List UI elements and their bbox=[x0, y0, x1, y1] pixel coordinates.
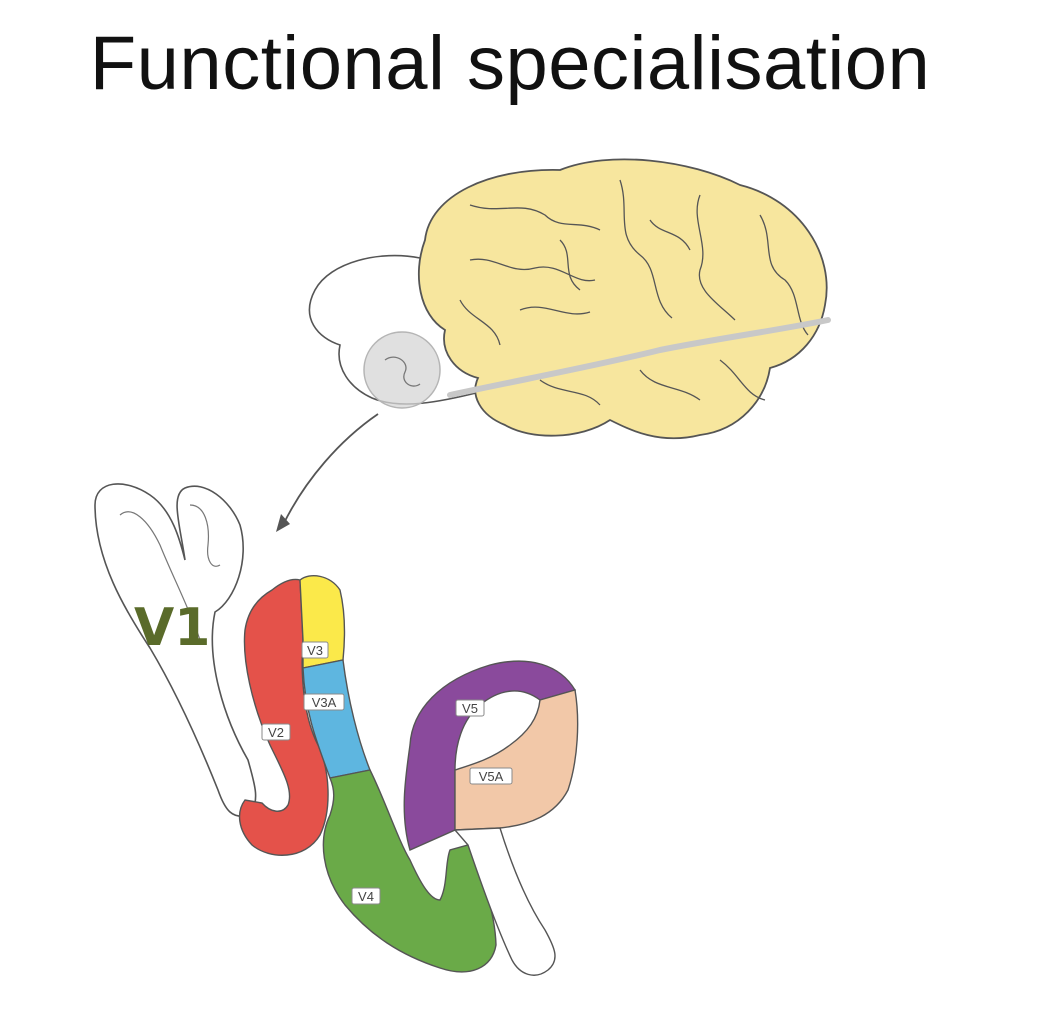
zoom-arrow-head bbox=[276, 514, 290, 532]
magnifier-circle bbox=[363, 331, 441, 409]
area-v5a-region bbox=[454, 689, 579, 831]
area-v5-region bbox=[403, 660, 577, 851]
area-label-v3a: V3A bbox=[303, 693, 345, 711]
area-v1-region bbox=[94, 483, 257, 817]
brain-illustration bbox=[308, 158, 831, 440]
slide-title: Functional specialisation bbox=[89, 21, 931, 106]
area-label-v5a-text: V5A bbox=[479, 769, 504, 784]
area-v4-region bbox=[322, 769, 497, 973]
area-label-v3: V3 bbox=[301, 641, 329, 659]
area-label-v5-text: V5 bbox=[462, 701, 478, 716]
area-label-v5a: V5A bbox=[469, 767, 513, 785]
area-white-tail bbox=[453, 827, 556, 976]
cortex-section bbox=[94, 483, 579, 976]
lateral-fissure bbox=[447, 317, 831, 398]
area-label-v3-text: V3 bbox=[307, 643, 323, 658]
area-label-v2: V2 bbox=[261, 723, 291, 741]
area-label-v4: V4 bbox=[351, 887, 381, 905]
cerebral-cortex bbox=[418, 158, 828, 440]
handwritten-v1-label: V1 bbox=[134, 598, 210, 658]
area-label-v5: V5 bbox=[455, 699, 485, 717]
zoom-arrow-line bbox=[282, 413, 379, 526]
area-label-v2-text: V2 bbox=[268, 725, 284, 740]
area-label-v4-text: V4 bbox=[358, 889, 374, 904]
area-label-v3a-text: V3A bbox=[312, 695, 337, 710]
brain-sulci bbox=[459, 179, 809, 406]
